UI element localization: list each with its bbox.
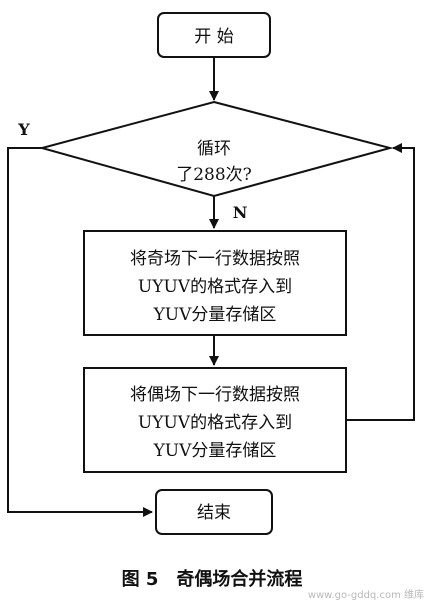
process-odd-field-node: 将奇场下一行数据按照 UYUV的格式存入到 YUV分量存储区 xyxy=(83,230,347,336)
decision-label-line1: 循环 xyxy=(197,139,231,159)
process-odd-line2: UYUV的格式存入到 xyxy=(138,277,292,297)
process-even-line3: YUV分量存储区 xyxy=(153,441,277,461)
process-odd-line3: YUV分量存储区 xyxy=(153,305,277,325)
end-node: 结束 xyxy=(155,489,273,535)
figure-caption: 图 5 奇偶场合并流程 xyxy=(122,568,303,590)
watermark-text: www.go-gddq.com 维库 xyxy=(308,588,424,601)
arrow-loop-back-to-decision xyxy=(346,143,415,421)
edge-label-yes: Y xyxy=(17,120,30,139)
start-node: 开 始 xyxy=(157,12,271,58)
process-even-field-node: 将偶场下一行数据按照 UYUV的格式存入到 YUV分量存储区 xyxy=(83,367,347,473)
start-label: 开 始 xyxy=(194,27,233,47)
decision-node: 循环 了288次? xyxy=(38,100,394,198)
edge-label-no: N xyxy=(233,203,248,222)
process-even-line2: UYUV的格式存入到 xyxy=(138,413,292,433)
process-odd-line1: 将奇场下一行数据按照 xyxy=(130,249,300,269)
arrow-yes-to-end xyxy=(7,147,153,517)
process-even-line1: 将偶场下一行数据按照 xyxy=(130,385,300,405)
end-label: 结束 xyxy=(197,503,231,523)
decision-label-line2: 了288次? xyxy=(176,165,252,185)
